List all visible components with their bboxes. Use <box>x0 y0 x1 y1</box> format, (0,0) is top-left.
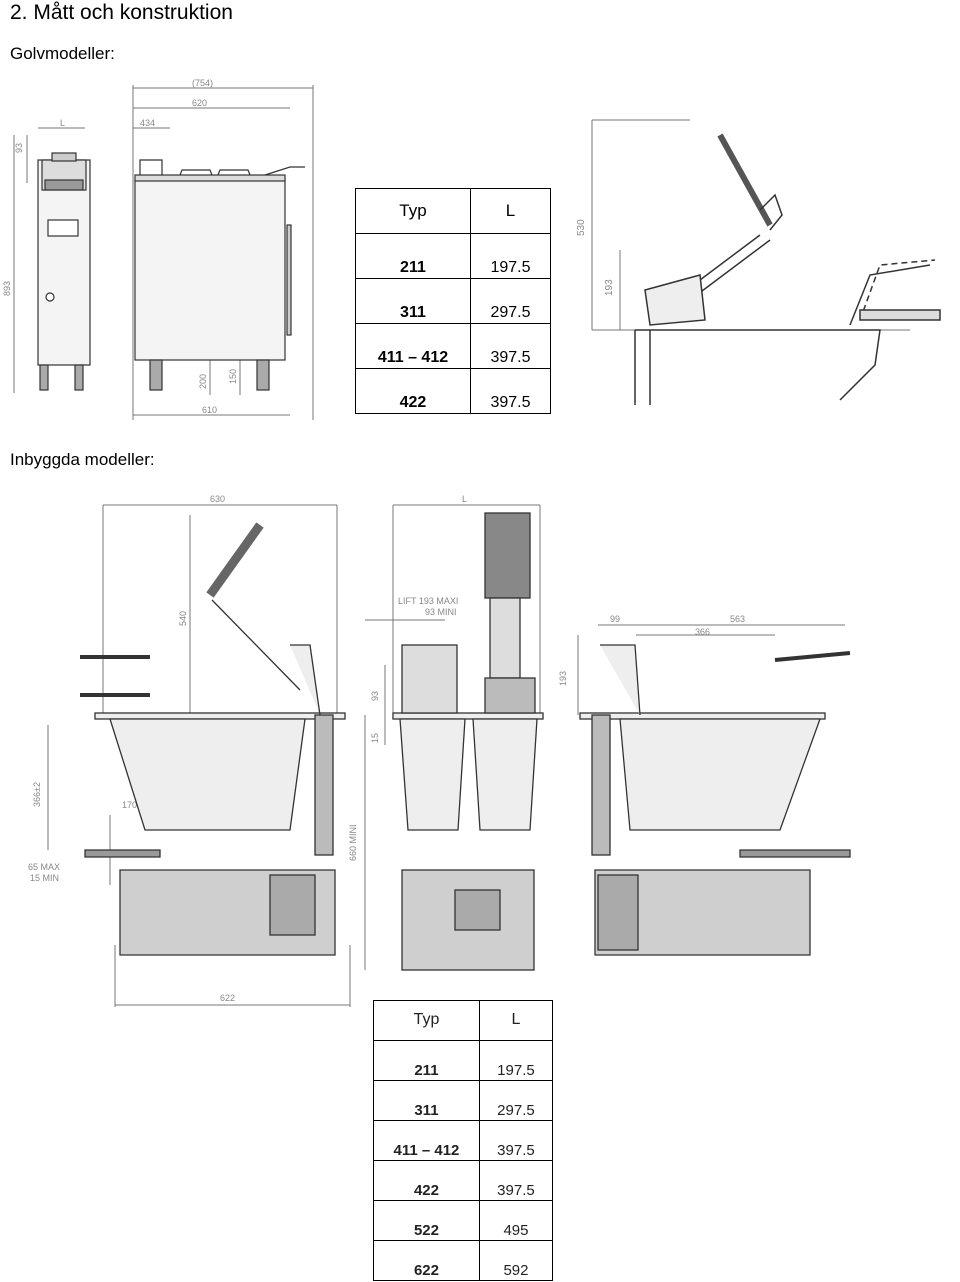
table-row: 211 197.5 <box>355 233 552 279</box>
cell-l: 397.5 <box>478 1160 554 1201</box>
dim-366-side: 366 <box>695 627 710 637</box>
dim-540: 540 <box>178 611 188 626</box>
dim-434: 434 <box>140 118 155 128</box>
cell-l: 397.5 <box>478 1120 554 1161</box>
dim-170: 170 <box>122 800 137 810</box>
column-header-l: L <box>469 188 552 234</box>
dim-150: 150 <box>228 369 238 384</box>
dim-99: 99 <box>610 614 620 624</box>
table-row: 622 592 <box>373 1240 554 1281</box>
dim-93: 93 <box>14 143 24 153</box>
dim-610: 610 <box>202 405 217 415</box>
cell-l: 397.5 <box>469 323 552 369</box>
cell-l: 197.5 <box>478 1040 554 1081</box>
cell-typ: 411 – 412 <box>373 1120 480 1161</box>
dim-754: (754) <box>192 78 213 88</box>
floor-model-lift-detail: 530 193 <box>576 119 941 405</box>
cell-typ: 211 <box>355 233 471 279</box>
dim-630: 630 <box>210 494 225 504</box>
section-title: 2. Mått och konstruktion <box>10 1 233 24</box>
dim-622: 622 <box>220 993 235 1003</box>
dim-200: 200 <box>198 374 208 389</box>
cell-typ: 211 <box>373 1040 480 1081</box>
built-in-model-drawing: 630 540 366±2 170 65 MAX 15 MIN 622 L LI… <box>28 494 851 1007</box>
table-row: 211 197.5 <box>373 1040 554 1081</box>
dim-lift-maxi: LIFT 193 MAXI <box>398 596 458 606</box>
cell-typ: 411 – 412 <box>355 323 471 369</box>
built-in-models-dimension-table: Typ L 211 197.5 311 297.5 411 – 412 397.… <box>373 1000 554 1281</box>
cell-typ: 422 <box>355 368 471 414</box>
column-header-typ: Typ <box>355 188 471 234</box>
cell-l: 197.5 <box>469 233 552 279</box>
dim-93-builtin: 93 <box>370 691 380 701</box>
table-row: 311 297.5 <box>355 278 552 324</box>
dim-15-min: 15 MIN <box>30 873 59 883</box>
table-row: 422 397.5 <box>355 368 552 414</box>
dim-193: 193 <box>604 279 615 296</box>
dim-193-builtin: 193 <box>558 671 568 686</box>
column-header-typ: Typ <box>373 1000 480 1041</box>
dim-563: 563 <box>730 614 745 624</box>
built-in-models-heading: Inbyggda modeller: <box>10 450 155 469</box>
dim-65-max: 65 MAX <box>28 862 60 872</box>
dim-l-builtin: L <box>462 494 467 504</box>
cell-typ: 522 <box>373 1200 480 1241</box>
table-row: 422 397.5 <box>373 1160 554 1201</box>
cell-typ: 311 <box>355 278 471 324</box>
dim-660-mini: 660 MINI <box>348 824 358 861</box>
table-row: 522 495 <box>373 1200 554 1241</box>
table-row: 311 297.5 <box>373 1080 554 1121</box>
cell-l: 297.5 <box>478 1080 554 1121</box>
cell-l: 495 <box>478 1200 554 1241</box>
cell-typ: 622 <box>373 1240 480 1281</box>
cell-typ: 311 <box>373 1080 480 1121</box>
dim-15-builtin: 15 <box>370 733 380 743</box>
floor-models-dimension-table: Typ L 211 197.5 311 297.5 411 – 412 397.… <box>355 188 552 414</box>
table-row: 411 – 412 397.5 <box>355 323 552 369</box>
floor-models-heading: Golvmodeller: <box>10 44 115 63</box>
dim-l-small: L <box>60 118 65 128</box>
dim-620: 620 <box>192 98 207 108</box>
table-row: 411 – 412 397.5 <box>373 1120 554 1161</box>
column-header-l: L <box>478 1000 554 1041</box>
dim-893: 893 <box>2 281 12 296</box>
dim-530: 530 <box>576 219 587 236</box>
cell-l: 297.5 <box>469 278 552 324</box>
floor-model-drawing: (754) 620 434 L 93 893 150 200 610 <box>2 78 314 420</box>
cell-l: 592 <box>478 1240 554 1281</box>
cell-l: 397.5 <box>469 368 552 414</box>
cell-typ: 422 <box>373 1160 480 1201</box>
dim-366: 366±2 <box>32 782 42 807</box>
dim-lift-mini: 93 MINI <box>425 607 457 617</box>
